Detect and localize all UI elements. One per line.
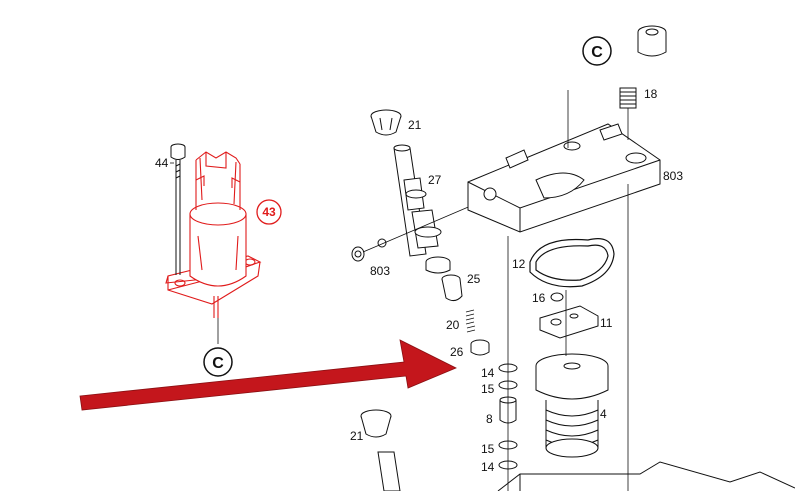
label-15-lower: 15 xyxy=(481,442,495,456)
part-43-highlighted[interactable] xyxy=(165,151,262,318)
bolt-44[interactable] xyxy=(170,143,186,275)
part-26[interactable] xyxy=(470,339,490,356)
part-20-spring[interactable] xyxy=(465,309,476,333)
svg-text:43: 43 xyxy=(262,205,276,219)
part-21-upper[interactable] xyxy=(370,109,402,136)
part-11-plate[interactable] xyxy=(539,305,599,339)
red-annotation-arrow xyxy=(79,339,457,411)
part-12-gasket[interactable] xyxy=(529,238,615,288)
part-16[interactable] xyxy=(550,292,564,302)
part-25[interactable] xyxy=(441,274,463,302)
label-16: 16 xyxy=(532,291,546,305)
connector-c-left[interactable]: C xyxy=(203,347,233,377)
label-11: 11 xyxy=(600,316,613,330)
label-18: 18 xyxy=(644,87,658,101)
svg-text:C: C xyxy=(212,355,224,372)
label-4: 4 xyxy=(600,407,607,421)
part-27-plunger[interactable] xyxy=(393,144,451,274)
label-803-head: 803 xyxy=(663,169,683,183)
label-14-upper: 14 xyxy=(481,366,495,380)
connector-c-top[interactable]: C xyxy=(582,36,612,66)
label-8: 8 xyxy=(486,412,493,426)
label-43-circle[interactable]: 43 xyxy=(256,199,282,225)
part-803-pump-head[interactable] xyxy=(467,123,661,233)
svg-text:C: C xyxy=(591,44,603,61)
label-15-upper: 15 xyxy=(481,382,495,396)
label-21-upper: 21 xyxy=(408,118,422,132)
label-21-lower: 21 xyxy=(350,429,364,443)
label-44: 44 xyxy=(155,156,169,170)
pump-base xyxy=(497,461,795,491)
label-20: 20 xyxy=(446,318,460,332)
label-14-lower: 14 xyxy=(481,460,495,474)
label-27: 27 xyxy=(428,173,442,187)
guide-lines xyxy=(507,184,629,491)
label-12: 12 xyxy=(512,257,526,271)
part-18-bolt[interactable] xyxy=(619,25,667,109)
label-26: 26 xyxy=(450,345,464,359)
part-803-screw[interactable] xyxy=(351,238,387,262)
part-21-lower[interactable] xyxy=(360,409,401,491)
label-803-screw: 803 xyxy=(370,264,390,278)
label-25: 25 xyxy=(467,272,481,286)
part-4-pump-element[interactable] xyxy=(535,353,609,458)
